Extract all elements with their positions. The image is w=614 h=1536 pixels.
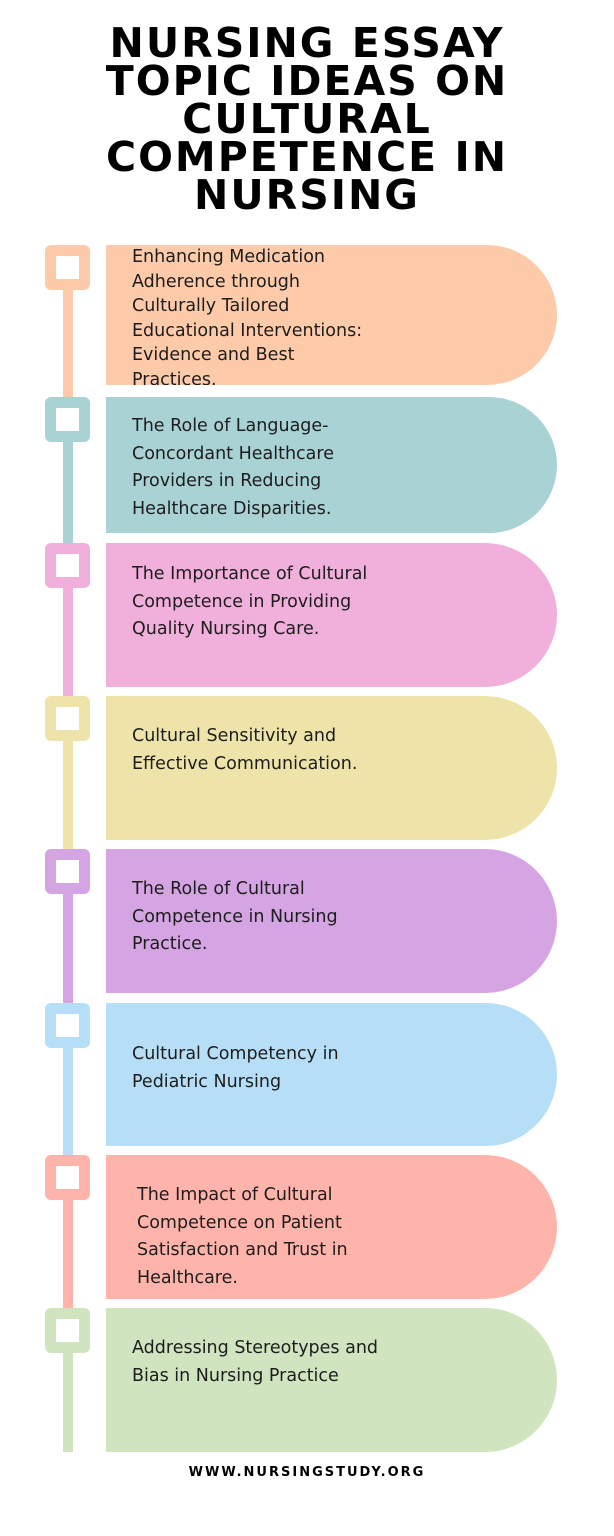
checkbox-marker-icon [45,1155,90,1200]
topic-text: Cultural Sensitivity and Effective Commu… [132,726,358,774]
topic-text: The Importance of Cultural Competence in… [132,564,368,639]
timeline-stem [63,417,73,543]
topic-card: Cultural Sensitivity and Effective Commu… [106,696,557,840]
title-line: NURSING [194,171,420,219]
topic-card: The Importance of Cultural Competence in… [106,543,557,687]
checkbox-marker-icon [45,1003,90,1048]
timeline-stem [63,716,73,849]
timeline-stem [63,265,73,397]
topic-text: Addressing Stereotypes and Bias in Nursi… [132,1338,379,1386]
topic-text: The Role of Cultural Competence in Nursi… [132,879,338,954]
topic-card: Cultural Competency in Pediatric Nursing [106,1003,557,1146]
timeline-stem [63,1175,73,1308]
topic-text: Cultural Competency in Pediatric Nursing [132,1044,339,1092]
topic-text: The Role of Language-Concordant Healthca… [132,416,334,519]
topic-card: The Role of Cultural Competence in Nursi… [106,849,557,993]
checkbox-marker-icon [45,696,90,741]
topic-card: The Role of Language-Concordant Healthca… [106,397,557,533]
marker-inner-square [56,408,79,431]
title-line: TOPIC IDEAS ON [105,57,509,105]
marker-inner-square [56,554,79,577]
marker-inner-square [56,1319,79,1342]
page-title: NURSING ESSAY TOPIC IDEAS ON CULTURAL CO… [0,19,614,219]
checkbox-marker-icon [45,543,90,588]
timeline-stem [63,563,73,696]
timeline-stem [63,869,73,1003]
topic-text: Enhancing Medication Adherence through C… [132,247,363,385]
marker-inner-square [56,860,79,883]
topic-card: Addressing Stereotypes and Bias in Nursi… [106,1308,557,1452]
timeline-stem [63,1328,73,1452]
topic-card: Enhancing Medication Adherence through C… [106,245,557,385]
title-line: CULTURAL [182,95,432,143]
marker-inner-square [56,256,79,279]
marker-inner-square [56,1014,79,1037]
timeline-stem [63,1023,73,1155]
title-line: COMPETENCE IN [105,133,509,181]
checkbox-marker-icon [45,245,90,290]
marker-inner-square [56,707,79,730]
checkbox-marker-icon [45,1308,90,1353]
topic-card: The Impact of Cultural Competence on Pat… [106,1155,557,1299]
checkbox-marker-icon [45,849,90,894]
title-line: NURSING ESSAY [109,19,505,67]
website-url: WWW.NURSINGSTUDY.ORG [188,1465,426,1480]
topic-text: The Impact of Cultural Competence on Pat… [137,1185,348,1288]
marker-inner-square [56,1166,79,1189]
checkbox-marker-icon [45,397,90,442]
